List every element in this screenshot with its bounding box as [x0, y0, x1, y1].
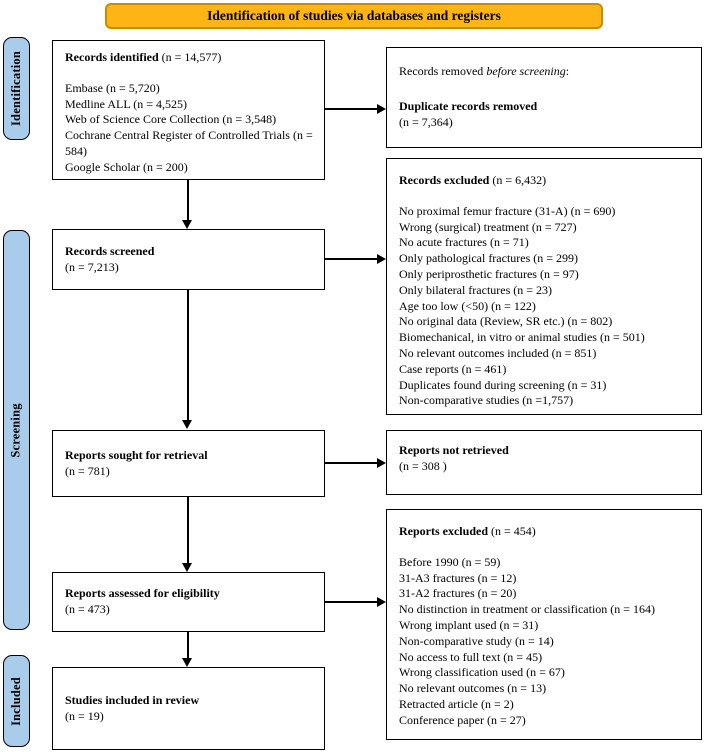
list-item: Non-comparative study (n = 14)	[399, 633, 554, 648]
list-item: No original data (Review, SR etc.) (n = …	[399, 314, 613, 329]
arrowhead-down-icon	[182, 420, 192, 429]
arrow-line-screened-to-sought	[187, 290, 189, 421]
arrow-line-screened-to-excluded	[325, 258, 378, 260]
box-records-excluded: Records excluded (n = 6,432) No proximal…	[386, 158, 702, 415]
box-count: (n = 473)	[65, 602, 110, 616]
list-item: Duplicates found during screening (n = 3…	[399, 377, 607, 392]
diagram-title: Identification of studies via databases …	[207, 8, 501, 23]
box-title: Reports assessed for eligibility	[65, 586, 220, 601]
removed-intro-prefix: Records removed	[399, 64, 487, 79]
stage-included: Included	[3, 655, 30, 747]
box-count: (n = 6,432)	[492, 173, 547, 187]
arrow-line-identified-to-screened	[187, 180, 189, 221]
box-count: (n = 454)	[491, 524, 536, 538]
box-studies-included: Studies included in review (n = 19)	[52, 667, 325, 750]
box-reports-excluded: Reports excluded (n = 454) Before 1990 (…	[386, 509, 702, 740]
box-records-screened: Records screened (n = 7,213)	[52, 229, 325, 290]
list-item: Only bilateral fractures (n = 23)	[399, 282, 553, 297]
box-count: (n = 7,213)	[65, 259, 119, 274]
box-title: Records excluded	[399, 173, 490, 187]
list-item: Google Scholar (n = 200)	[65, 159, 188, 174]
box-reports-sought: Reports sought for retrieval (n = 781)	[52, 430, 325, 497]
stage-label-included: Included	[9, 676, 23, 726]
stage-label-screening: Screening	[9, 402, 24, 458]
removed-intro-suffix: :	[565, 64, 570, 79]
box-header: Reports excluded (n = 454)	[399, 524, 693, 540]
arrowhead-right-icon	[377, 597, 386, 607]
box-count: (n = 14,577)	[161, 50, 222, 64]
removed-intro-italic: before screening	[486, 64, 566, 79]
stage-identification: Identification	[3, 37, 30, 140]
stage-label-identification: Identification	[9, 50, 23, 127]
list-item: Non-comparative studies (n =1,757)	[399, 393, 574, 408]
box-count: (n = 308 )	[399, 458, 447, 473]
list-item: 31-A2 fractures (n = 20)	[399, 586, 517, 601]
box-title: Records screened	[65, 243, 155, 258]
box-header: Records excluded (n = 6,432)	[399, 173, 693, 189]
database-source-list: Embase (n = 5,720)Medline ALL (n = 4,525…	[65, 81, 316, 176]
list-item: Cochrane Central Register of Controlled …	[65, 128, 313, 158]
arrowhead-right-icon	[377, 104, 386, 114]
arrowhead-right-icon	[377, 458, 386, 468]
list-item: No distinction in treatment or classific…	[399, 602, 656, 617]
box-reports-assessed: Reports assessed for eligibility (n = 47…	[52, 572, 325, 632]
box-count: (n = 781)	[65, 463, 110, 478]
list-item: No relevant outcomes (n = 13)	[399, 681, 547, 696]
arrowhead-down-icon	[182, 658, 192, 667]
arrow-line-identified-to-removed	[325, 108, 378, 110]
list-item: Embase (n = 5,720)	[65, 80, 160, 95]
list-item: Case reports (n = 461)	[399, 361, 507, 376]
list-item: Web of Science Core Collection (n = 3,54…	[65, 112, 277, 127]
list-item: No proximal femur fracture (31-A) (n = 6…	[399, 203, 616, 218]
box-count: (n = 7,364)	[399, 114, 453, 129]
list-item: No acute fractures (n = 71)	[399, 235, 529, 250]
stage-screening: Screening	[3, 230, 30, 630]
box-title: Studies included in review	[65, 692, 200, 707]
diagram-title-banner: Identification of studies via databases …	[105, 3, 603, 29]
list-item: Retracted article (n = 2)	[399, 696, 514, 711]
arrowhead-down-icon	[182, 220, 192, 229]
list-item: No access to full text (n = 45)	[399, 649, 543, 664]
list-item: Only periprosthetic fractures (n = 97)	[399, 266, 579, 281]
box-title: Duplicate records removed	[399, 99, 538, 114]
list-item: Only pathological fractures (n = 299)	[399, 251, 579, 266]
list-item: Wrong implant used (n = 31)	[399, 617, 539, 632]
box-records-identified: Records identified (n = 14,577) Embase (…	[52, 40, 325, 180]
exclusion-reason-list: No proximal femur fracture (31-A) (n = 6…	[399, 204, 693, 409]
box-header: Records identified (n = 14,577)	[65, 50, 316, 66]
list-item: Age too low (<50) (n = 122)	[399, 298, 536, 313]
list-item: Conference paper (n = 27)	[399, 712, 526, 727]
arrow-line-sought-to-assessed	[187, 497, 189, 564]
arrow-line-sought-to-not-retrieved	[325, 462, 378, 464]
box-count: (n = 19)	[65, 708, 104, 723]
list-item: Wrong classification used (n = 67)	[399, 665, 565, 680]
box-title: Reports not retrieved	[399, 443, 509, 457]
arrow-line-assessed-to-excluded	[325, 601, 378, 603]
list-item: Biomechanical, in vitro or animal studie…	[399, 330, 645, 345]
list-item: Medline ALL (n = 4,525)	[65, 96, 187, 111]
list-item: 31-A3 fractures (n = 12)	[399, 570, 517, 585]
list-item: No relevant outcomes included (n = 851)	[399, 345, 597, 360]
arrowhead-down-icon	[182, 563, 192, 572]
box-records-removed: Records removed before screening: Duplic…	[386, 47, 702, 148]
box-title: Reports sought for retrieval	[65, 447, 208, 462]
box-title: Records identified	[65, 50, 159, 64]
exclusion-reason-list: Before 1990 (n = 59)31-A3 fractures (n =…	[399, 555, 693, 729]
arrow-line-assessed-to-included	[187, 631, 189, 659]
box-title: Reports excluded	[399, 524, 488, 538]
box-reports-not-retrieved: Reports not retrieved (n = 308 )	[386, 430, 702, 495]
list-item: Wrong (surgical) treatment (n = 727)	[399, 219, 577, 234]
removed-intro-line: Records removed before screening:	[399, 64, 693, 80]
list-item: Before 1990 (n = 59)	[399, 554, 501, 569]
arrowhead-right-icon	[377, 254, 386, 264]
